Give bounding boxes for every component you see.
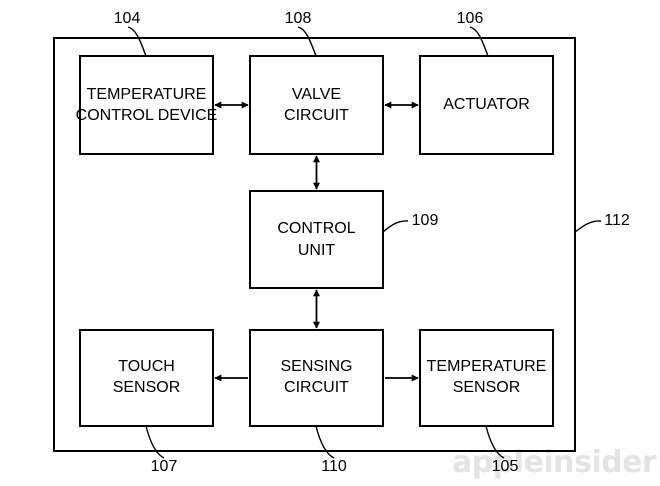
ref-106: 106 — [457, 10, 484, 27]
leader-104 — [127, 26, 147, 57]
leader-107 — [145, 425, 165, 459]
ref-105: 105 — [492, 458, 519, 475]
sensing-circuit-line2: CIRCUIT — [284, 379, 349, 396]
sensing-circuit-block: SENSING CIRCUIT — [249, 329, 384, 427]
control-unit-line1: CONTROL — [277, 220, 355, 237]
leader-109 — [382, 220, 409, 233]
leader-106 — [469, 26, 489, 57]
valve-circuit-line2: CIRCUIT — [284, 107, 349, 124]
device-outline — [53, 37, 576, 452]
leader-108 — [297, 26, 317, 57]
temperature-control-device-line1: TEMPERATURE — [87, 86, 207, 103]
ref-108: 108 — [285, 10, 312, 27]
temperature-sensor-line2: SENSOR — [453, 379, 521, 396]
ref-107: 107 — [151, 458, 178, 475]
ref-109: 109 — [412, 212, 439, 229]
valve-circuit-block: VALVE CIRCUIT — [249, 55, 384, 155]
leader-105 — [485, 425, 505, 459]
temperature-control-device-block: TEMPERATURE CONTROL DEVICE — [76, 55, 218, 155]
control-unit-line2: UNIT — [298, 242, 336, 259]
touch-sensor-line1: TOUCH — [118, 358, 175, 375]
temperature-sensor-block: TEMPERATURE SENSOR — [419, 329, 554, 427]
sensing-circuit-line1: SENSING — [280, 358, 352, 375]
valve-circuit-line1: VALVE — [292, 86, 341, 103]
ref-104: 104 — [114, 10, 141, 27]
leader-112 — [574, 220, 602, 233]
ref-110: 110 — [321, 458, 347, 475]
touch-sensor-line2: SENSOR — [113, 379, 181, 396]
touch-sensor-block: TOUCH SENSOR — [79, 329, 214, 427]
control-unit-block: CONTROL UNIT — [249, 190, 384, 289]
temperature-control-device-line2: CONTROL DEVICE — [76, 107, 218, 124]
ref-112: 112 — [604, 212, 630, 229]
actuator-label: ACTUATOR — [443, 96, 530, 113]
temperature-sensor-line1: TEMPERATURE — [427, 358, 547, 375]
leader-110 — [315, 425, 335, 459]
actuator-block: ACTUATOR — [419, 55, 554, 155]
